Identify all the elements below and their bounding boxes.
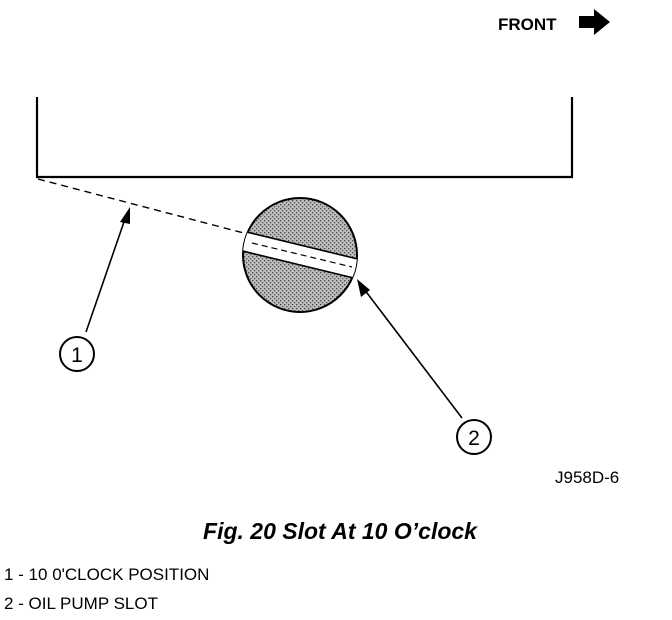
callout-1: 1 [59,207,130,372]
callout-2: 2 [357,279,492,455]
callout-number-1: 1 [71,344,83,367]
arrowhead-icon [357,279,370,297]
callout-number-2: 2 [468,427,480,450]
front-indicator: FRONT [498,9,610,35]
arrowhead-icon [120,207,130,224]
front-label: FRONT [498,15,557,34]
ten-oclock-reference-line [37,178,355,263]
legend-item-1: 1 - 10 0'CLOCK POSITION [4,565,210,584]
oil-pump-gear [242,197,358,313]
arrow-right-icon [579,9,610,35]
oil-pump-slot [243,228,357,281]
housing-outline [35,97,574,179]
legend-item-2: 2 - OIL PUMP SLOT [4,594,158,613]
figure-code: J958D-6 [555,468,619,487]
figure-caption: Fig. 20 Slot At 10 O’clock [203,518,477,544]
